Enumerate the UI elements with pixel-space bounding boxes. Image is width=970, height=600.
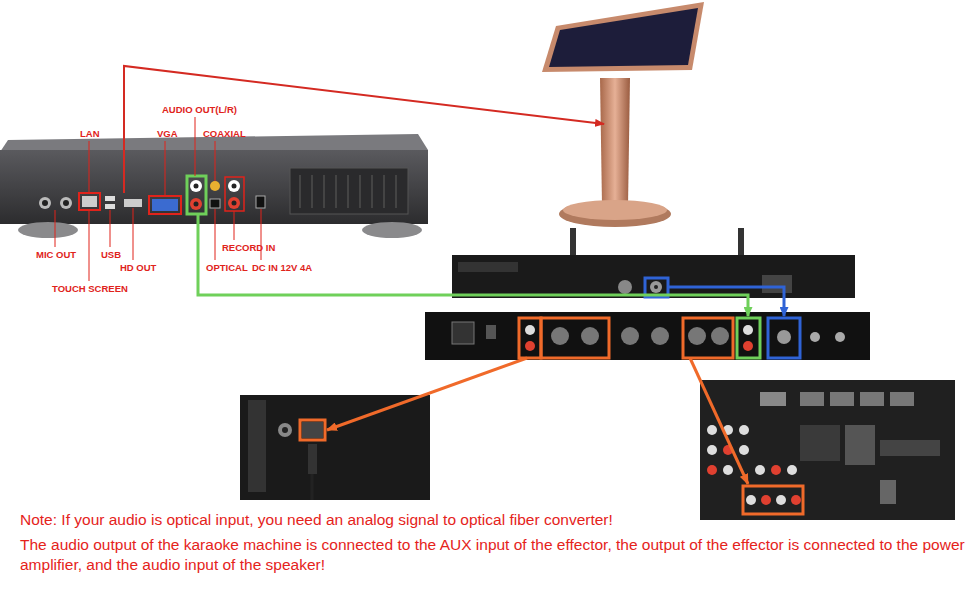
port-label: OPTICAL <box>206 262 248 273</box>
green-wire <box>198 214 748 316</box>
port-label: DC IN 12V 4A <box>252 262 312 273</box>
orange-wire <box>690 358 748 484</box>
port-label: HD OUT <box>120 262 156 273</box>
wireless-receiver <box>452 228 855 298</box>
leader-lines <box>55 117 261 281</box>
effector <box>425 312 870 360</box>
port-label: COAXIAL <box>203 128 246 139</box>
av-receiver <box>700 380 955 520</box>
port-label: RECORD IN <box>222 242 275 253</box>
port-label: USB <box>101 249 121 260</box>
orange-wire <box>327 358 527 430</box>
touch-screen <box>542 0 704 227</box>
port-label: VGA <box>157 128 178 139</box>
port-label: LAN <box>80 128 100 139</box>
blue-wire <box>668 287 784 316</box>
red-wire <box>124 66 604 193</box>
note-text: Note: If your audio is optical input, yo… <box>20 510 960 530</box>
port-label: AUDIO OUT(L/R) <box>162 104 237 115</box>
port-label: TOUCH SCREEN <box>52 283 128 294</box>
karaoke-machine <box>0 134 428 238</box>
note-text: The audio output of the karaoke machine … <box>20 535 965 575</box>
soundbar <box>240 395 430 500</box>
port-label: MIC OUT <box>36 249 76 260</box>
